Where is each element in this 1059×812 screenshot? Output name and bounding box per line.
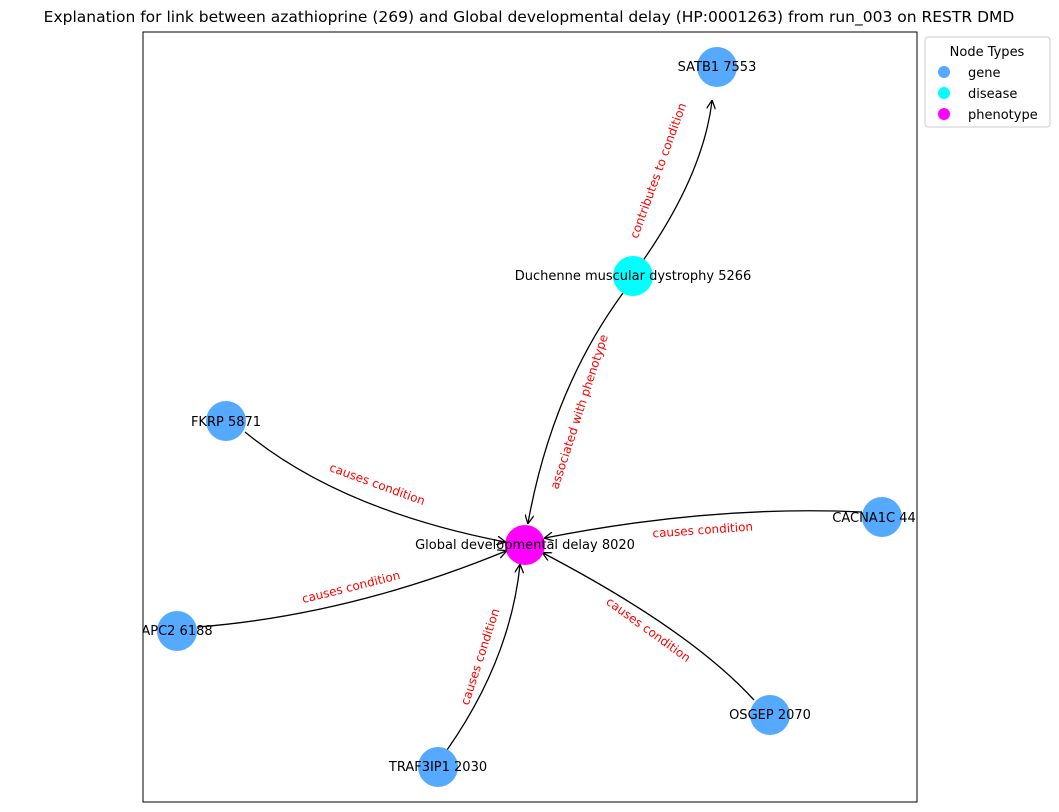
node-cacna1c[interactable]	[862, 497, 902, 537]
node-fkrp[interactable]	[206, 401, 246, 441]
legend-label-phenotype: phenotype	[968, 108, 1038, 123]
legend-swatch-disease	[938, 87, 950, 99]
node-label-dmd: Duchenne muscular dystrophy 5266	[515, 269, 752, 284]
node-label-osgep: OSGEP 2070	[729, 708, 811, 723]
legend-swatch-gene	[938, 66, 950, 78]
node-dmd[interactable]	[613, 256, 653, 296]
node-label-fkrp: FKRP 5871	[191, 415, 261, 430]
edge-dmd-gdd	[528, 292, 624, 523]
node-satb1[interactable]	[697, 47, 737, 87]
edge-dmd-satb1	[641, 101, 712, 263]
node-gdd[interactable]	[505, 525, 545, 565]
node-label-apc2: APC2 6188	[141, 624, 212, 639]
node-label-gdd: Global developmental delay 8020	[415, 538, 635, 553]
legend-box	[924, 36, 1051, 128]
edge-cacna1c-gdd	[545, 510, 863, 538]
legend-title: Node Types	[950, 45, 1025, 60]
edges	[197, 101, 863, 751]
legend-swatch-phenotype	[938, 108, 950, 120]
legend: Node Types gene disease phenotype	[924, 36, 1051, 128]
legend-label-gene: gene	[968, 66, 1001, 81]
edge-apc2-gdd	[197, 551, 506, 628]
node-traf3ip1[interactable]	[418, 747, 458, 787]
chart-title: Explanation for link between azathioprin…	[44, 8, 1015, 27]
plot-frame	[142, 31, 918, 803]
node-apc2[interactable]	[157, 611, 197, 651]
node-label-satb1: SATB1 7553	[678, 60, 757, 75]
nodes	[157, 47, 902, 787]
node-label-traf3ip1: TRAF3IP1 2030	[388, 760, 487, 775]
node-labels: SATB1 7553 Duchenne muscular dystrophy 5…	[141, 60, 916, 775]
edge-osgep-gdd	[543, 553, 755, 701]
edge-fkrp-gdd	[244, 431, 505, 542]
node-osgep[interactable]	[750, 695, 790, 735]
edge-traf3ip1-gdd	[446, 565, 520, 751]
node-label-cacna1c: CACNA1C 44	[832, 511, 915, 526]
legend-label-disease: disease	[968, 87, 1017, 102]
